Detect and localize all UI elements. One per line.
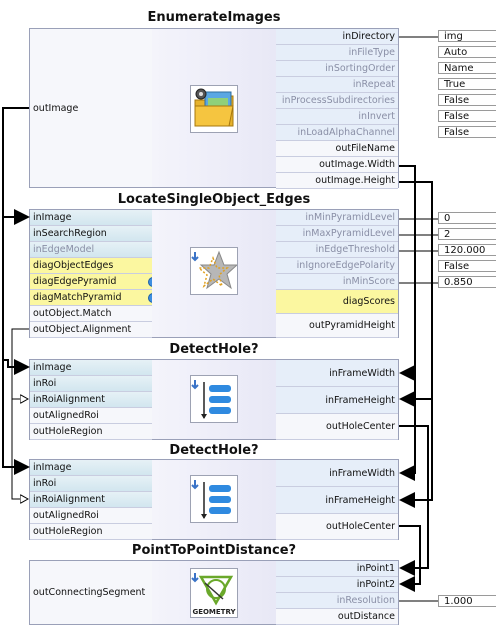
geometry-caption: GEOMETRY — [192, 608, 236, 616]
port-inMinPyramidLevel[interactable]: inMinPyramidLevel — [276, 210, 398, 226]
port-column-left: inImage inRoi inRoiAlignment outAlignedR… — [30, 360, 152, 440]
output-panel: outConnectingSegment — [30, 561, 153, 624]
port-inFrameHeight[interactable]: inFrameHeight — [276, 387, 398, 414]
list-steps-icon — [190, 475, 238, 523]
block-title-detect-hole-1: DetectHole? — [169, 342, 259, 357]
value-inResolution[interactable]: 1.000 — [438, 595, 496, 607]
port-column-right: inDirectory inFileType inSortingOrder in… — [276, 29, 398, 189]
port-column-left: inImage inRoi inRoiAlignment outAlignedR… — [30, 460, 152, 540]
port-outImage-Width[interactable]: outImage.Width — [276, 157, 398, 173]
block-title-point-to-point-distance: PointToPointDistance? — [131, 543, 297, 558]
port-inMaxPyramidLevel[interactable]: inMaxPyramidLevel — [276, 226, 398, 242]
port-diagScores[interactable]: diagScores — [276, 290, 398, 314]
port-inSortingOrder[interactable]: inSortingOrder — [276, 61, 398, 77]
value-inFileType[interactable]: Auto — [438, 46, 496, 58]
port-inPoint1[interactable]: inPoint1 — [276, 561, 398, 577]
port-diagEdgePyramid[interactable]: diagEdgePyramid — [30, 274, 152, 290]
port-inImage[interactable]: inImage — [30, 210, 152, 226]
port-diagMatchPyramid[interactable]: diagMatchPyramid — [30, 290, 152, 306]
port-outImage-Height[interactable]: outImage.Height — [276, 173, 398, 189]
port-inImage[interactable]: inImage — [30, 460, 152, 476]
value-inMinScore[interactable]: 0.850 — [438, 276, 496, 288]
block-detect-hole-2[interactable]: inImage inRoi inRoiAlignment outAlignedR… — [29, 459, 399, 540]
port-inIgnoreEdgePolarity[interactable]: inIgnoreEdgePolarity — [276, 258, 398, 274]
port-outHoleRegion[interactable]: outHoleRegion — [30, 424, 152, 440]
port-outHoleCenter[interactable]: outHoleCenter — [276, 414, 398, 440]
list-steps-icon — [190, 375, 238, 423]
port-column-right: inPoint1 inPoint2 inResolution outDistan… — [276, 561, 398, 625]
port-inRoi[interactable]: inRoi — [30, 376, 152, 392]
port-column-right: inMinPyramidLevel inMaxPyramidLevel inEd… — [276, 210, 398, 338]
port-outHoleCenter[interactable]: outHoleCenter — [276, 514, 398, 540]
port-inProcessSubdirectories[interactable]: inProcessSubdirectories — [276, 93, 398, 109]
block-enumerate-images[interactable]: outImage inDirectory inFileType inSortin… — [29, 28, 399, 189]
port-inEdgeModel[interactable]: inEdgeModel — [30, 242, 152, 258]
port-inPoint2[interactable]: inPoint2 — [276, 577, 398, 593]
port-outPyramidHeight[interactable]: outPyramidHeight — [276, 314, 398, 338]
port-inFrameWidth[interactable]: inFrameWidth — [276, 360, 398, 387]
block-locate-single-object[interactable]: inImage inSearchRegion inEdgeModel diagO… — [29, 209, 399, 338]
port-outFileName[interactable]: outFileName — [276, 141, 398, 157]
port-inFrameWidth[interactable]: inFrameWidth — [276, 460, 398, 487]
port-inEdgeThreshold[interactable]: inEdgeThreshold — [276, 242, 398, 258]
port-inSearchRegion[interactable]: inSearchRegion — [30, 226, 152, 242]
port-inRoi[interactable]: inRoi — [30, 476, 152, 492]
block-point-to-point-distance[interactable]: outConnectingSegment GEOMETRY inPoint1 i… — [29, 560, 399, 625]
port-inRoiAlignment[interactable]: inRoiAlignment — [30, 492, 152, 508]
port-outConnectingSegment[interactable]: outConnectingSegment — [33, 587, 146, 598]
value-inInvert[interactable]: False — [438, 110, 496, 122]
value-inRepeat[interactable]: True — [438, 78, 496, 90]
output-panel: outImage — [30, 29, 153, 187]
port-inDirectory[interactable]: inDirectory — [276, 29, 398, 45]
port-outDistance[interactable]: outDistance — [276, 609, 398, 625]
port-column-right: inFrameWidth inFrameHeight outHoleCenter — [276, 460, 398, 540]
block-detect-hole-1[interactable]: inImage inRoi inRoiAlignment outAlignedR… — [29, 359, 399, 440]
block-title-enumerate-images: EnumerateImages — [147, 10, 281, 25]
value-inIgnoreEdgePolarity[interactable]: False — [438, 260, 496, 272]
geometry-icon: GEOMETRY — [190, 568, 238, 618]
port-inRepeat[interactable]: inRepeat — [276, 77, 398, 93]
port-inMinScore[interactable]: inMinScore — [276, 274, 398, 290]
port-inImage[interactable]: inImage — [30, 360, 152, 376]
port-outAlignedRoi[interactable]: outAlignedRoi — [30, 408, 152, 424]
value-inMaxPyramidLevel[interactable]: 2 — [438, 228, 496, 240]
port-inFrameHeight[interactable]: inFrameHeight — [276, 487, 398, 514]
value-inSortingOrder[interactable]: Name — [438, 62, 496, 74]
value-inEdgeThreshold[interactable]: 120.000 — [438, 244, 496, 256]
port-inInvert[interactable]: inInvert — [276, 109, 398, 125]
port-column-right: inFrameWidth inFrameHeight outHoleCenter — [276, 360, 398, 440]
block-title-detect-hole-2: DetectHole? — [169, 443, 259, 458]
port-outImage[interactable]: outImage — [33, 103, 79, 114]
value-inDirectory[interactable]: img — [438, 30, 496, 42]
value-inProcessSubdirectories[interactable]: False — [438, 94, 496, 106]
port-outObject-Alignment[interactable]: outObject.Alignment — [30, 322, 152, 338]
port-inFileType[interactable]: inFileType — [276, 45, 398, 61]
port-outHoleRegion[interactable]: outHoleRegion — [30, 524, 152, 540]
star-edges-icon — [190, 247, 239, 295]
port-inRoiAlignment[interactable]: inRoiAlignment — [30, 392, 152, 408]
value-inMinPyramidLevel[interactable]: 0 — [438, 212, 496, 224]
port-outObject-Match[interactable]: outObject.Match — [30, 306, 152, 322]
port-outAlignedRoi[interactable]: outAlignedRoi — [30, 508, 152, 524]
block-title-locate-single-object: LocateSingleObject_Edges — [117, 192, 311, 207]
folder-gear-icon — [190, 85, 238, 133]
value-inLoadAlphaChannel[interactable]: False — [438, 126, 496, 138]
port-column-left: inImage inSearchRegion inEdgeModel diagO… — [30, 210, 152, 338]
port-inLoadAlphaChannel[interactable]: inLoadAlphaChannel — [276, 125, 398, 141]
port-inResolution[interactable]: inResolution — [276, 593, 398, 609]
port-diagObjectEdges[interactable]: diagObjectEdges — [30, 258, 152, 274]
